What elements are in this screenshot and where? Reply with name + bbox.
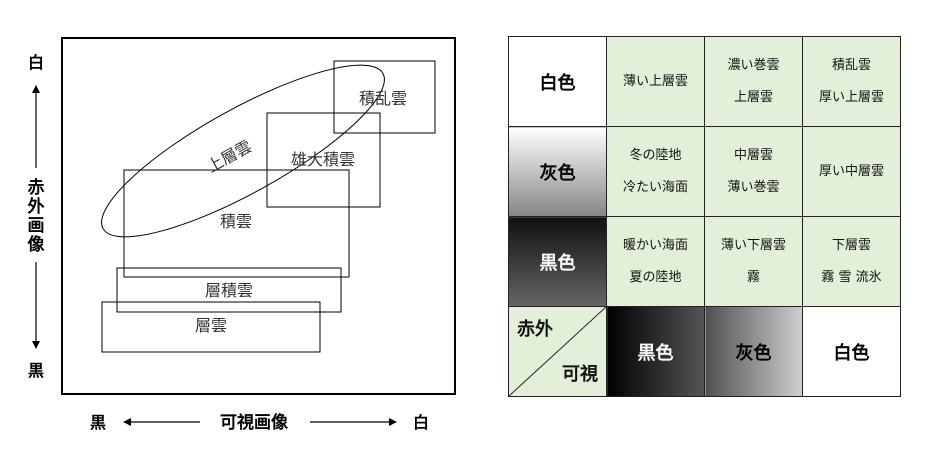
cell-line: 夏の陸地 bbox=[629, 269, 682, 285]
label-towering-cumulus: 雄大積雲 bbox=[291, 150, 355, 169]
cell-line: 濃い巻雲 bbox=[727, 57, 780, 73]
matrix-cell: 冬の陸地 冷たい海面 bbox=[606, 126, 705, 217]
row-header-black: 黒色 bbox=[508, 216, 607, 307]
x-axis-right-label: 白 bbox=[413, 413, 429, 432]
label-cumulonimbus: 積乱雲 bbox=[359, 89, 407, 108]
cell-line: 冬の陸地 bbox=[629, 147, 682, 163]
box-stratus bbox=[101, 301, 321, 353]
x-axis-label: 可視画像 bbox=[220, 412, 289, 433]
cell-line: 薄い巻雲 bbox=[727, 179, 780, 195]
cell-line: 薄い下層雲 bbox=[720, 237, 786, 253]
label-stratocumulus: 層積雲 bbox=[205, 281, 253, 300]
ellipse-cirrus bbox=[101, 64, 385, 238]
cell-line: 冷たい海面 bbox=[622, 179, 688, 195]
cell-line: 上層雲 bbox=[733, 89, 773, 105]
corner-cell: 赤外 可視 bbox=[508, 306, 607, 397]
box-towering-cumulus bbox=[266, 112, 381, 208]
matrix-row-grey: 灰色 冬の陸地 冷たい海面 中層雲 薄い巻雲 厚い中層雲 bbox=[508, 126, 901, 217]
matrix-row-white: 白色 薄い上層雲 濃い巻雲 上層雲 積乱雲 厚い上層雲 bbox=[508, 36, 901, 127]
cell-line: 下層雲 bbox=[831, 237, 871, 253]
cell-line: 薄い上層雲 bbox=[622, 73, 688, 89]
y-axis-bottom-label: 黒 bbox=[28, 361, 44, 380]
matrix-cell: 薄い下層雲 霧 bbox=[704, 216, 803, 307]
cell-line: 厚い上層雲 bbox=[818, 89, 884, 105]
y-axis-label-char-3: 画 bbox=[28, 216, 45, 236]
matrix-cell: 厚い中層雲 bbox=[802, 126, 901, 217]
row-header-grey: 灰色 bbox=[508, 126, 607, 217]
col-header-white: 白色 bbox=[802, 306, 901, 397]
matrix-cell: 濃い巻雲 上層雲 bbox=[704, 36, 803, 127]
matrix-cell: 暖かい海面 夏の陸地 bbox=[606, 216, 705, 307]
row-header-white: 白色 bbox=[508, 36, 607, 127]
cell-line: 積乱雲 bbox=[831, 57, 871, 73]
x-axis-left-label: 黒 bbox=[90, 413, 106, 432]
cloud-classification-diagram: 積乱雲 上層雲 雄大積雲 積雲 層積雲 層雲 白 赤 外 画 像 黒 黒 可視画… bbox=[28, 37, 456, 433]
box-stratocumulus bbox=[116, 267, 342, 313]
corner-infrared-label: 赤外 bbox=[517, 319, 553, 340]
matrix-cell: 下層雲 霧 雪 流氷 bbox=[802, 216, 901, 307]
cell-line: 暖かい海面 bbox=[622, 237, 688, 253]
matrix-row-black: 黒色 暖かい海面 夏の陸地 薄い下層雲 霧 下層雲 霧 雪 流氷 bbox=[508, 216, 901, 307]
y-axis-label-char-2: 外 bbox=[28, 196, 45, 217]
matrix-row-column-headers: 赤外 可視 黒色 灰色 白色 bbox=[508, 306, 901, 397]
matrix-cell: 中層雲 薄い巻雲 bbox=[704, 126, 803, 217]
label-cumulus: 積雲 bbox=[220, 212, 252, 231]
y-axis-label-char-4: 像 bbox=[28, 235, 46, 255]
matrix-cell: 積乱雲 厚い上層雲 bbox=[802, 36, 901, 127]
box-cumulonimbus bbox=[333, 60, 436, 134]
label-stratus: 層雲 bbox=[195, 316, 227, 335]
col-header-grey: 灰色 bbox=[704, 306, 803, 397]
corner-diagonal bbox=[509, 307, 606, 396]
cell-line: 霧 雪 流氷 bbox=[821, 269, 882, 285]
cell-line: 中層雲 bbox=[733, 147, 773, 163]
cloud-type-matrix: 白色 薄い上層雲 濃い巻雲 上層雲 積乱雲 厚い上層雲 灰色 冬の陸地 冷たい海… bbox=[508, 36, 901, 397]
cell-line: 厚い中層雲 bbox=[818, 163, 884, 179]
matrix-cell: 薄い上層雲 bbox=[606, 36, 705, 127]
corner-visible-label: 可視 bbox=[562, 364, 598, 385]
cell-line: 霧 bbox=[746, 269, 760, 285]
diagram-frame bbox=[61, 37, 456, 395]
y-axis-label-char-1: 赤 bbox=[28, 177, 45, 198]
box-cumulus bbox=[123, 169, 350, 278]
y-axis-top-label: 白 bbox=[28, 53, 44, 72]
col-header-black: 黒色 bbox=[606, 306, 705, 397]
